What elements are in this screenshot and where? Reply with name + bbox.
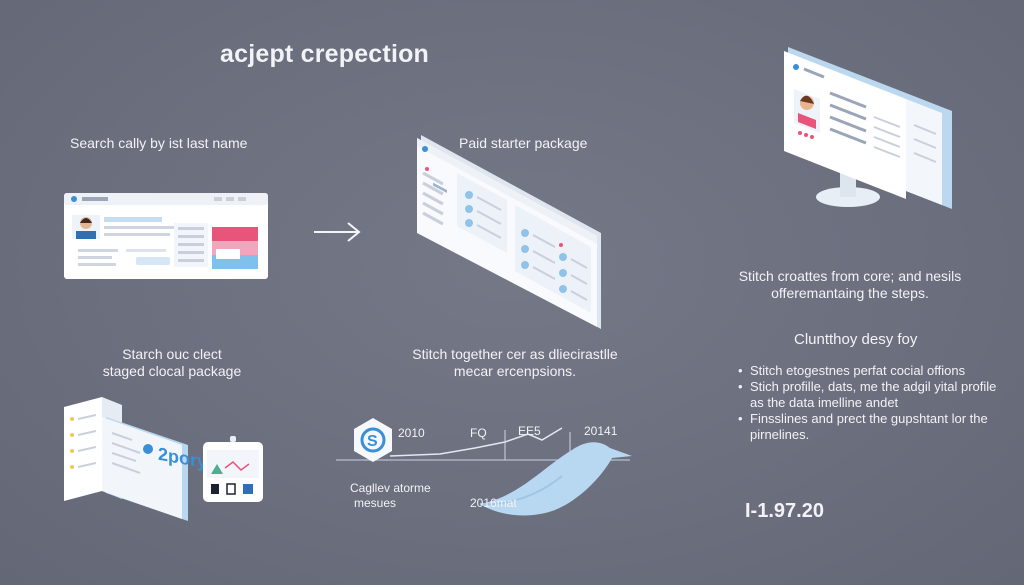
bullet-item: Finsslines and prect the gupshtant lor t…: [738, 411, 998, 443]
stitch-line-2: mecar ercenpsions.: [453, 363, 577, 379]
staged-section-label: Starch ouc clect staged clocal package: [82, 346, 262, 380]
version-label: I-1.97.20: [745, 500, 824, 522]
timeline-bottom-left: Cagllev atorme mesues: [350, 481, 431, 511]
clunthoy-heading: Cluntthoy desy foy: [794, 331, 918, 348]
staged-package-illustration: [64, 397, 188, 521]
timeline-illustration: [336, 427, 632, 516]
mini-dashboard-card: [203, 436, 263, 502]
starter-package-screen-illustration: [417, 135, 601, 329]
timeline-bottom-right: 2016mat: [470, 496, 517, 510]
staged-line-2: staged clocal package: [102, 363, 242, 379]
svg-text:S: S: [367, 433, 378, 450]
bullet-item: Stich profille, dats, me the adgil yital…: [738, 379, 998, 411]
search-section-label: Search cally by ist last name: [70, 135, 248, 151]
timeline-bottom-left-line-2: mesues: [354, 496, 397, 510]
timeline-bottom-left-line-1: Cagllev atorme: [350, 481, 431, 495]
stitch-section-label: Stitch together cer as dliecirastlle mec…: [400, 346, 630, 380]
feature-bullet-list: Stitch etogestnes perfat cocial offions …: [738, 363, 998, 443]
timeline-label-3: EE5: [518, 424, 541, 438]
staged-line-1: Starch ouc clect: [122, 346, 222, 362]
bullet-item: Stitch etogestnes perfat cocial offions: [738, 363, 998, 379]
profile-description-line-2: offeremantaing the steps.: [771, 285, 929, 301]
arrow-right-icon: [314, 222, 361, 242]
search-screen-illustration: [64, 193, 268, 279]
timeline-start-badge-icon: S: [354, 418, 392, 462]
timeline-label-2: FQ: [470, 426, 487, 440]
stitch-line-1: Stitch together cer as dliecirastlle: [412, 346, 618, 362]
page-title: acjept crepection: [220, 40, 430, 68]
profile-monitor-illustration: [784, 47, 952, 209]
starter-section-label: Paid starter package: [459, 135, 588, 151]
timeline-label-4: 20141: [584, 424, 618, 438]
profile-description: Stitch croattes from core; and nesils of…: [735, 268, 965, 302]
timeline-label-1: 2010: [398, 426, 425, 440]
profile-description-line-1: Stitch croattes from core; and nesils: [738, 268, 962, 284]
